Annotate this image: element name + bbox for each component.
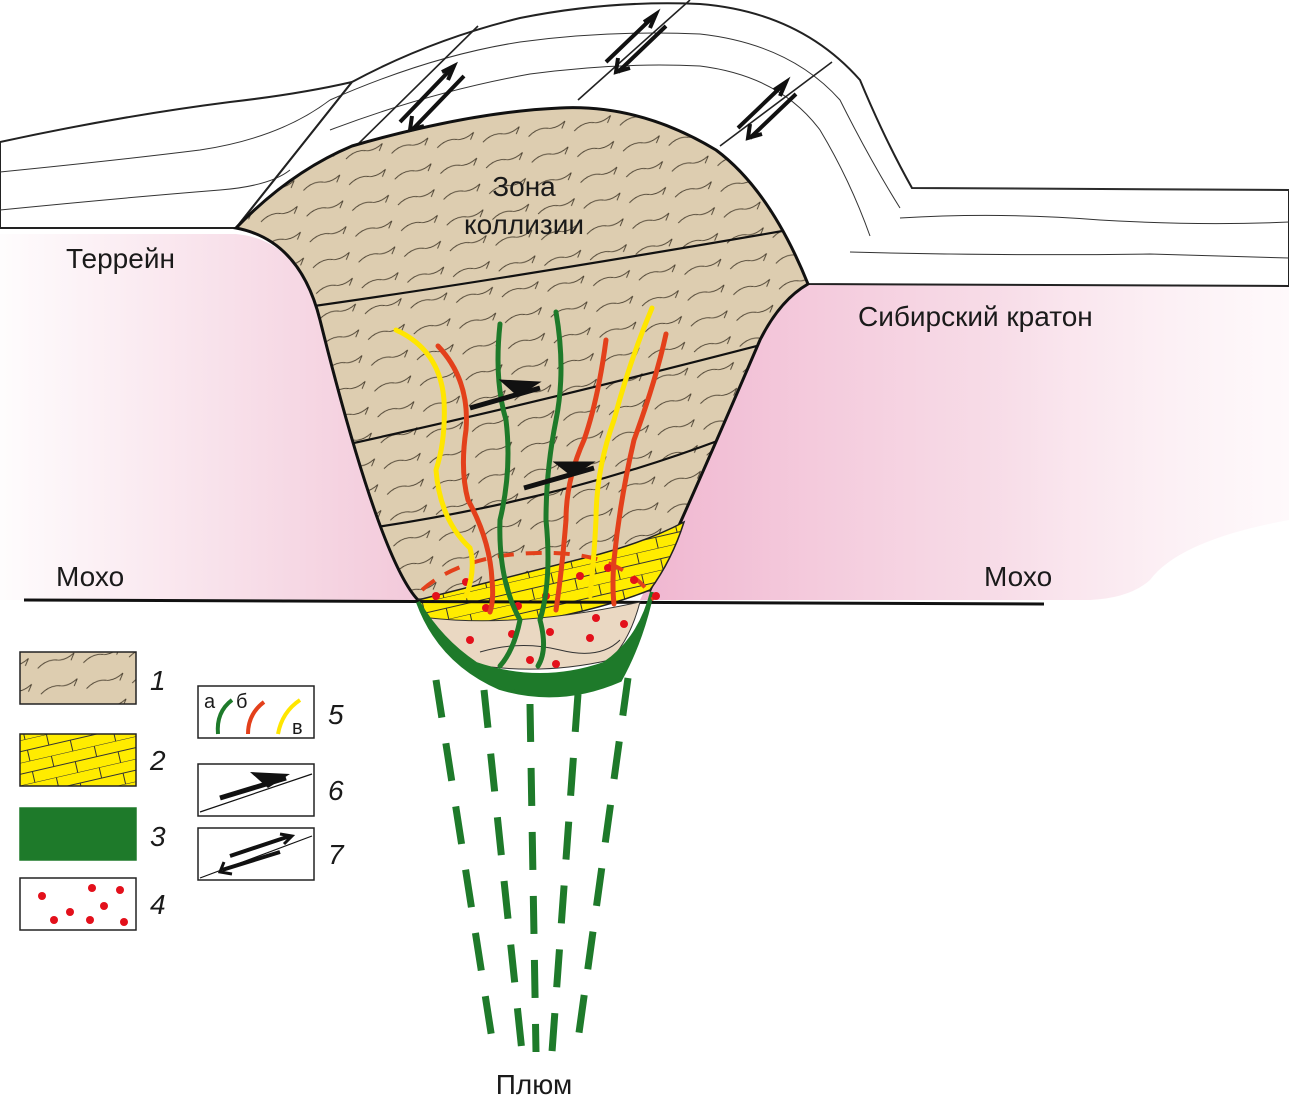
- collision-wedge: [232, 106, 810, 602]
- bedding-lines: [0, 32, 1289, 259]
- legend-number-7: 7: [328, 839, 345, 870]
- legend-item-3: 3: [19, 807, 166, 861]
- channel-red-3: [610, 331, 669, 607]
- legend-item-1: 1: [19, 651, 166, 705]
- mafic-crescent: [416, 591, 654, 698]
- plume-dashes: [432, 677, 632, 1053]
- terrane-mantle: [0, 234, 418, 600]
- shear-arrows: [398, 8, 798, 141]
- legend-5-sub-c: в: [292, 717, 303, 739]
- moho-label-right: Мохо: [984, 561, 1052, 592]
- cover-faults: [235, 0, 833, 229]
- legend-item-4: 4: [19, 877, 166, 931]
- channel-red-1: [435, 343, 496, 615]
- melt-front-dashed: [420, 550, 656, 601]
- terrane-label: Террейн: [66, 243, 175, 274]
- legend-item-2: 2: [19, 733, 166, 787]
- legend: 1 2 3 4 а б в 5: [19, 651, 345, 931]
- collision-zone-label-line1: Зона: [492, 171, 556, 202]
- craton-mantle: [640, 284, 1289, 600]
- channel-green-2: [535, 309, 564, 669]
- legend-item-6: 6: [197, 763, 344, 817]
- legend-number-5: 5: [328, 699, 344, 730]
- siberian-craton-label: Сибирский кратон: [858, 301, 1093, 332]
- collision-zone-label-line2: коллизии: [464, 209, 584, 240]
- moho-label-left: Мохо: [56, 561, 124, 592]
- legend-number-1: 1: [150, 665, 166, 696]
- legend-number-6: 6: [328, 775, 344, 806]
- legend-5-sub-a: а: [204, 691, 216, 713]
- legend-number-3: 3: [150, 821, 166, 852]
- channel-yellow-1: [393, 327, 475, 599]
- legend-item-5: а б в 5: [197, 685, 344, 739]
- root-wavy: [479, 639, 621, 654]
- wedge-thrusts: [299, 226, 801, 530]
- legend-number-4: 4: [150, 889, 166, 920]
- legend-5-sub-b: б: [236, 691, 247, 713]
- moho-line: [23, 598, 1045, 606]
- legend-number-2: 2: [149, 745, 166, 776]
- legend-item-7: 7: [197, 827, 345, 881]
- plume-label: Плюм: [496, 1069, 572, 1100]
- thrust-arrows: [469, 379, 596, 491]
- channel-green-1: [495, 321, 523, 669]
- channel-yellow-2: [587, 305, 655, 599]
